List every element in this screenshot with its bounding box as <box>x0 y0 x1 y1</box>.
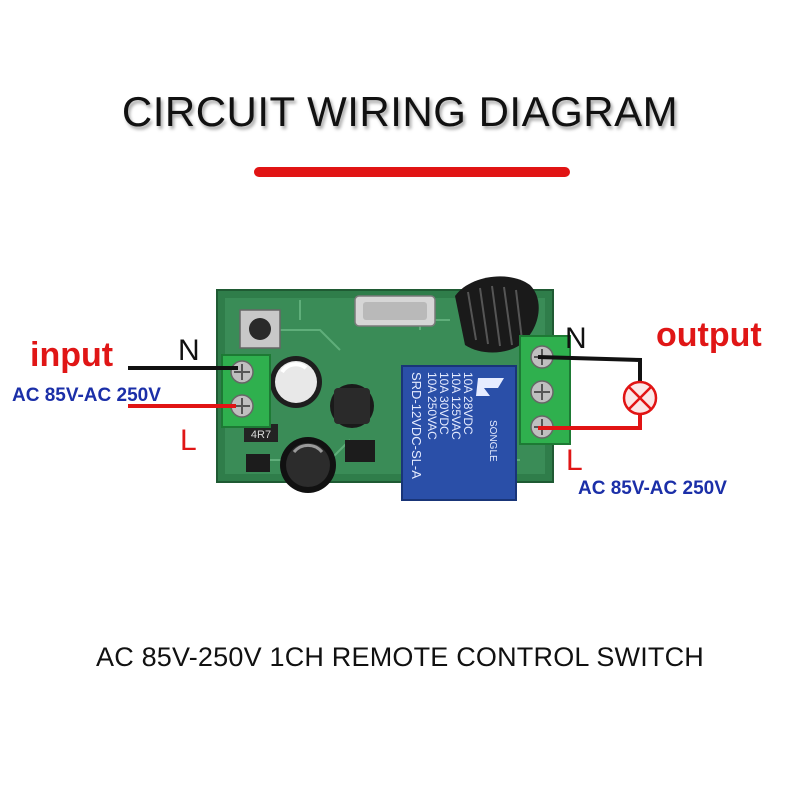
relay: 10A 250VAC 10A 30VDC 10A 125VAC 10A 28VD… <box>401 365 517 501</box>
product-caption: AC 85V-250V 1CH REMOTE CONTROL SWITCH <box>95 642 705 672</box>
relay-rating-1: 10A 250VAC <box>425 372 439 440</box>
input-wires <box>128 366 238 408</box>
songle-logo-icon <box>476 378 504 396</box>
inductor <box>330 384 374 428</box>
relay-brand: SONGLE <box>487 420 498 462</box>
diagram-title: CIRCUIT WIRING DIAGRAM <box>121 88 679 135</box>
output-wires <box>537 355 642 430</box>
input-voltage: AC 85V-AC 250V <box>12 385 161 406</box>
inductor-code-text: 4R7 <box>251 429 271 441</box>
ic-chips <box>246 440 375 472</box>
capacitor-small <box>270 356 322 408</box>
terminal-block-left <box>221 354 271 428</box>
input-label: input <box>30 336 114 374</box>
receiver-crystal <box>354 295 436 327</box>
antenna-coil <box>455 276 539 353</box>
relay-rating-2: 10A 30VDC <box>437 372 451 435</box>
pairing-button <box>239 309 281 349</box>
output-live-label: L <box>566 444 583 477</box>
relay-rating-3: 10A 125VAC <box>449 372 463 440</box>
output-voltage: AC 85V-AC 250V <box>578 478 727 499</box>
input-neutral-label: N <box>178 334 200 367</box>
output-neutral-label: N <box>565 322 587 355</box>
relay-rating-4: 10A 28VDC <box>461 372 475 435</box>
input-live-label: L <box>180 424 197 457</box>
capacitor-large <box>280 437 336 493</box>
relay-model: SRD-12VDC-SL-A <box>409 372 424 479</box>
output-label: output <box>656 316 762 354</box>
lamp-icon <box>622 380 658 416</box>
inductor-code-label: 4R7 <box>244 424 278 442</box>
title-underline <box>254 167 570 177</box>
